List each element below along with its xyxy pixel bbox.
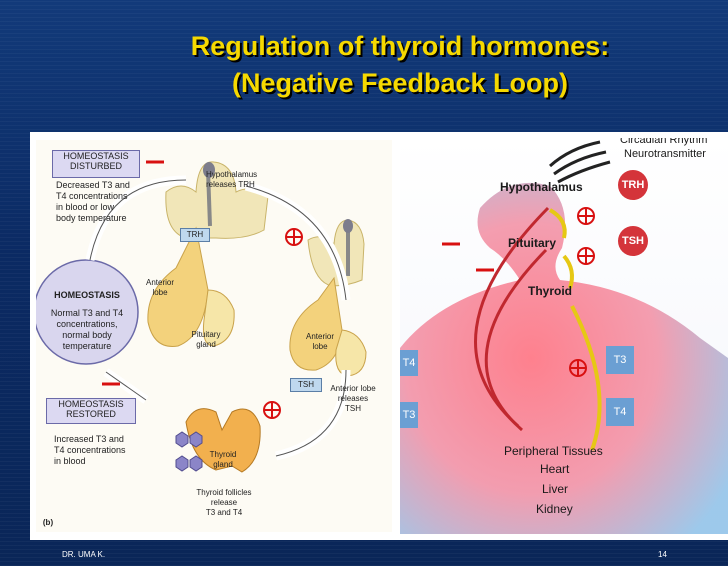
title-line-2: (Negative Feedback Loop): [231, 68, 569, 98]
liver-label: Liver: [542, 482, 569, 496]
figure-label: (b): [42, 518, 54, 527]
tsh-tag: TSH: [290, 378, 322, 392]
homeostasis-line-2: concentrations,: [56, 319, 118, 329]
hypothalamus-label: Hypothalamus: [500, 180, 583, 194]
t4-left-badge: T4: [400, 350, 418, 376]
hypothalamus-caption: Hypothalamus releases TRH: [206, 170, 286, 190]
follicles-line-1: Thyroid follicles: [196, 488, 252, 497]
t3-badge: T3: [606, 346, 634, 374]
disturbed-line-1: Decreased T3 and: [56, 180, 130, 190]
hypothalamus-caption-line-1: Hypothalamus: [206, 170, 258, 179]
title-line-1: Regulation of thyroid hormones:: [190, 31, 610, 61]
circadian-label: Circadian Rhythm: [620, 138, 708, 146]
restored-line-1: Increased T3 and: [54, 434, 124, 444]
homeostasis-header: HOMEOSTASIS: [54, 290, 120, 300]
footer-page-number: 14: [658, 550, 667, 559]
anterior-releases-line-3: TSH: [345, 404, 361, 413]
homeostasis-line-1: Normal T3 and T4: [50, 308, 124, 318]
anterior-releases-line-1: Anterior lobe: [330, 384, 376, 393]
restored-description: Increased T3 and T4 concentrations in bl…: [54, 434, 152, 467]
footer-author: DR. UMA K.: [62, 550, 106, 559]
trh-badge: TRH: [618, 170, 648, 200]
disturbed-line-3: in blood or low: [56, 202, 115, 212]
body-illustration-right: Circadian Rhythm Neurotransmitter Hypoth…: [400, 138, 728, 534]
follicles-caption: Thyroid follicles release T3 and T4: [184, 488, 264, 518]
homeostasis-description: Normal T3 and T4 concentrations, normal …: [46, 308, 128, 352]
peripheral-tissues-label: Peripheral Tissues: [504, 444, 603, 458]
disturbed-description: Decreased T3 and T4 concentrations in bl…: [56, 180, 154, 224]
feedback-diagram-left: HOMEOSTASIS DISTURBED Decreased T3 and T…: [36, 140, 392, 532]
pituitary-label: Pituitary: [508, 236, 557, 250]
pituitary-gland-label: Pituitary gland: [191, 330, 221, 349]
restored-line-2: T4 concentrations: [54, 445, 126, 455]
neurotransmitter-label: Neurotransmitter: [624, 148, 706, 160]
restored-header: HOMEOSTASIS RESTORED: [46, 398, 136, 424]
homeostasis-line-4: temperature: [62, 341, 112, 351]
thyroid-label: Thyroid: [528, 284, 572, 298]
left-diagram-graphics: [36, 160, 367, 473]
disturbed-line-2: T4 concentrations: [56, 191, 128, 201]
disturbed-header: HOMEOSTASIS DISTURBED: [52, 150, 140, 178]
disturbed-line-4: body temperature: [56, 213, 127, 223]
trh-tag: TRH: [180, 228, 210, 242]
follicles-line-2: release: [210, 498, 238, 507]
restored-line-3: in blood: [54, 456, 86, 466]
t4-badge: T4: [606, 398, 634, 426]
anterior-lobe-label: Anterior lobe: [145, 278, 174, 297]
anterior-releases-caption: Anterior lobe releases TSH: [326, 384, 380, 414]
kidney-label: Kidney: [536, 502, 573, 516]
homeostasis-line-3: normal body: [62, 330, 112, 340]
thyroid-gland-label: Thyroid gland: [209, 450, 237, 469]
tsh-badge: TSH: [618, 226, 648, 256]
slide-title: Regulation of thyroid hormones: (Negativ…: [120, 28, 680, 102]
heart-label: Heart: [540, 462, 570, 476]
hypothalamus-caption-line-2: releases TRH: [206, 180, 255, 189]
right-diagram-graphics: [400, 138, 728, 534]
anterior-lobe-label-2: Anterior lobe: [305, 332, 334, 351]
anterior-releases-line-2: releases: [337, 394, 369, 403]
t3-left-badge: T3: [400, 402, 418, 428]
follicles-line-3: T3 and T4: [205, 508, 243, 517]
